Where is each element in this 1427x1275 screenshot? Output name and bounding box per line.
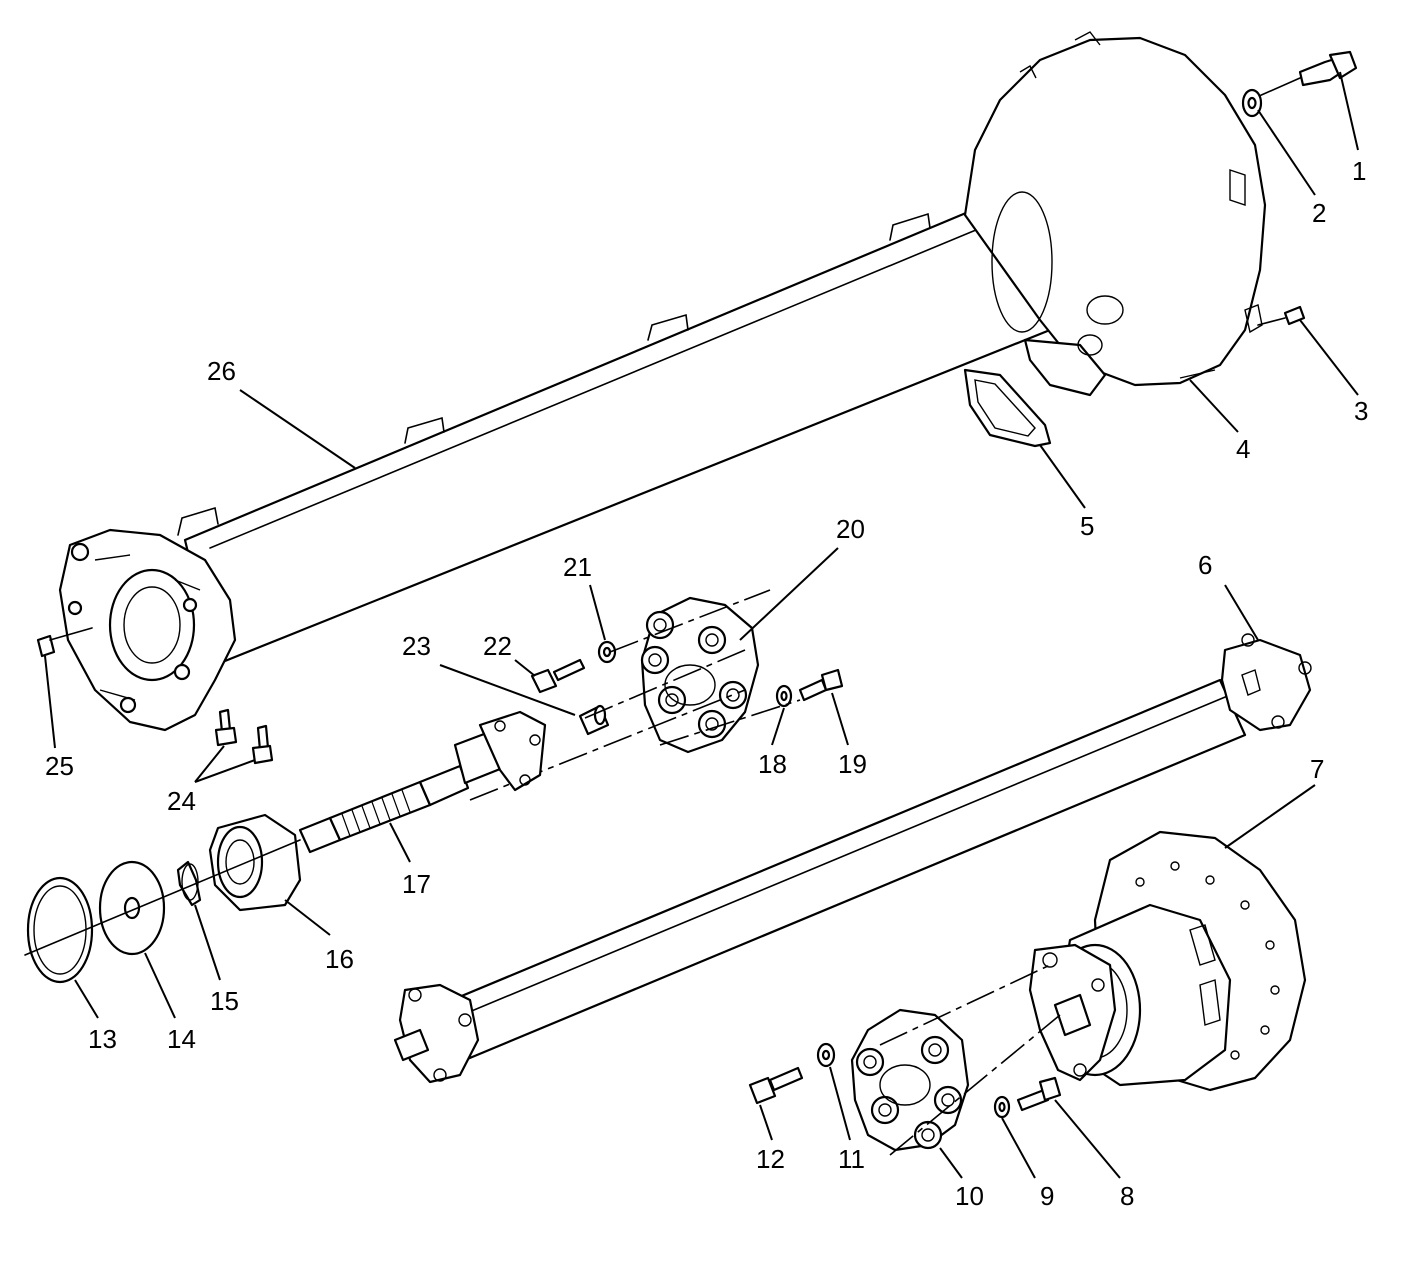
- callout-20: 20: [836, 514, 865, 544]
- washer-18: [775, 684, 793, 708]
- callout-14: 14: [167, 1024, 196, 1054]
- callout-13: 13: [88, 1024, 117, 1054]
- seal-5: [963, 368, 1052, 448]
- bolt-8: [1016, 1076, 1062, 1112]
- bolt-22: [530, 658, 586, 694]
- callout-21: 21: [563, 552, 592, 582]
- callout-labels: 1 2 3 4 5 6 7 8 9 10 11 12 13 14 15 16 1…: [45, 156, 1368, 1211]
- torque-tube: [58, 31, 1267, 732]
- input-shaft-17: [298, 710, 547, 854]
- leader-lines: [44, 71, 1359, 1179]
- callout-19: 19: [838, 749, 867, 779]
- callout-22: 22: [483, 631, 512, 661]
- flex-coupling-20: [640, 596, 760, 754]
- callout-4: 4: [1236, 434, 1250, 464]
- callout-24: 24: [167, 786, 196, 816]
- callout-11: 11: [838, 1144, 865, 1174]
- callout-26: 26: [207, 356, 236, 386]
- callout-15: 15: [210, 986, 239, 1016]
- driveshaft-6: [393, 633, 1312, 1084]
- callout-8: 8: [1120, 1181, 1134, 1211]
- callout-16: 16: [325, 944, 354, 974]
- callout-18: 18: [758, 749, 787, 779]
- bolt-1: [1249, 50, 1358, 101]
- callout-3: 3: [1354, 396, 1368, 426]
- spacer-16: [208, 813, 302, 912]
- washer-14: [98, 860, 166, 956]
- callout-23: 23: [402, 631, 431, 661]
- callout-5: 5: [1080, 511, 1094, 541]
- bolts-24: [214, 708, 274, 765]
- callout-17: 17: [402, 869, 431, 899]
- bolt-19: [798, 668, 844, 702]
- callout-10: 10: [955, 1181, 984, 1211]
- callout-25: 25: [45, 751, 74, 781]
- callout-1: 1: [1352, 156, 1366, 186]
- washer-11: [816, 1042, 836, 1068]
- dowel-pin-3: [1257, 305, 1306, 326]
- pin-25: [36, 627, 93, 658]
- callout-6: 6: [1198, 550, 1212, 580]
- rear-housing-7: [1028, 830, 1307, 1092]
- bolt-12: [748, 1066, 804, 1105]
- callout-2: 2: [1312, 198, 1326, 228]
- callout-12: 12: [756, 1144, 785, 1174]
- washer-2: [1241, 88, 1263, 118]
- washer-9: [993, 1095, 1011, 1119]
- washer-21: [597, 640, 617, 664]
- flex-coupling-10: [850, 1008, 970, 1152]
- callout-9: 9: [1040, 1181, 1054, 1211]
- tube-rear-bell: [963, 31, 1267, 397]
- ring-13: [26, 876, 94, 984]
- callout-7: 7: [1310, 754, 1324, 784]
- snap-ring-15: [176, 860, 202, 907]
- tube-front-flange: [58, 528, 237, 732]
